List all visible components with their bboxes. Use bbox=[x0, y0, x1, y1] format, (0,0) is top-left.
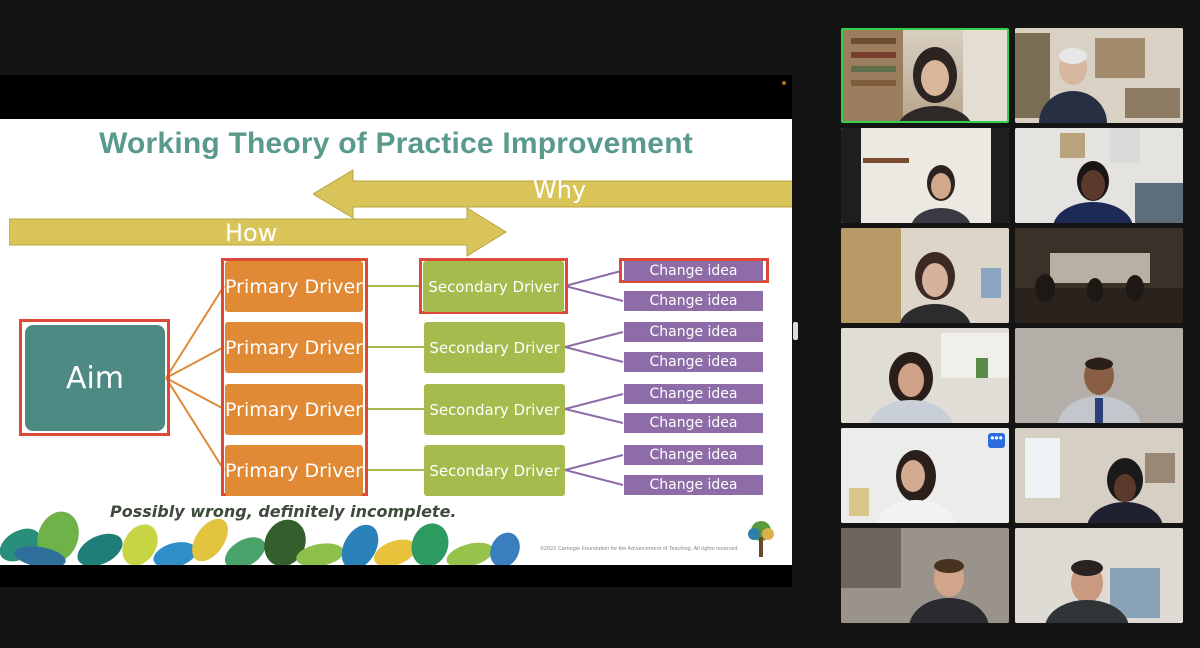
video-tile-participant-4[interactable] bbox=[1015, 128, 1183, 223]
ellipsis-icon[interactable]: ••• bbox=[988, 432, 1005, 448]
primary-driver-box: Primary Driver bbox=[225, 261, 363, 312]
change-idea-box: Change idea bbox=[624, 322, 763, 342]
driver-connectors bbox=[165, 270, 624, 486]
change-idea-box: Change idea bbox=[624, 291, 763, 311]
participant-video-icon bbox=[1015, 228, 1183, 323]
why-arrow-icon bbox=[313, 169, 792, 219]
participant-video-icon bbox=[841, 228, 1009, 323]
participant-video-icon bbox=[1015, 428, 1183, 523]
secondary-driver-box: Secondary Driver bbox=[423, 261, 564, 312]
video-tile-participant-2[interactable] bbox=[1015, 28, 1183, 123]
primary-driver-box: Primary Driver bbox=[225, 445, 363, 496]
change-idea-highlight-outline bbox=[619, 258, 769, 283]
slide-title: Working Theory of Practice Improvement bbox=[99, 127, 693, 160]
participant-video-icon bbox=[841, 428, 1009, 523]
recording-indicator-icon bbox=[782, 81, 786, 85]
video-tile-participant-3[interactable] bbox=[841, 128, 1009, 223]
primary-driver-box: Primary Driver bbox=[225, 322, 363, 373]
participant-video-icon bbox=[841, 328, 1009, 423]
how-arrow-icon bbox=[9, 207, 507, 257]
video-tile-participant-6[interactable] bbox=[1015, 228, 1183, 323]
video-tile-participant-11[interactable] bbox=[841, 528, 1009, 623]
video-tile-participant-8[interactable] bbox=[1015, 328, 1183, 423]
participant-video-icon bbox=[1015, 528, 1183, 623]
participant-video-icon bbox=[1015, 128, 1183, 223]
change-idea-box: Change idea bbox=[624, 352, 763, 372]
slide-tagline: Possibly wrong, definitely incomplete. bbox=[110, 502, 457, 521]
video-tile-participant-7[interactable] bbox=[841, 328, 1009, 423]
change-idea-box: Change idea bbox=[624, 445, 763, 465]
video-tile-participant-1[interactable] bbox=[841, 28, 1009, 123]
video-tile-participant-12[interactable] bbox=[1015, 528, 1183, 623]
primary-driver-box: Primary Driver bbox=[225, 384, 363, 435]
panel-resize-handle[interactable] bbox=[793, 322, 798, 340]
how-label: How bbox=[225, 219, 278, 247]
presentation-slide: Working Theory of Practice Improvement W… bbox=[0, 119, 792, 565]
participant-video-icon bbox=[1015, 28, 1183, 123]
why-label: Why bbox=[533, 176, 587, 204]
participant-video-icon bbox=[841, 528, 1009, 623]
change-idea-box: Change idea bbox=[624, 261, 763, 281]
participant-video-icon bbox=[843, 30, 1007, 121]
participant-video-icon bbox=[1015, 328, 1183, 423]
change-idea-box: Change idea bbox=[624, 413, 763, 433]
slide-copyright: ©2022 Carnegie Foundation for the Advanc… bbox=[540, 546, 740, 552]
video-tile-participant-5[interactable] bbox=[841, 228, 1009, 323]
aim-highlight-outline bbox=[19, 319, 170, 436]
secondary-driver-box: Secondary Driver bbox=[424, 322, 565, 373]
change-idea-box: Change idea bbox=[624, 475, 763, 495]
secondary-driver-highlight-outline bbox=[419, 258, 568, 314]
video-tile-participant-9[interactable]: ••• bbox=[841, 428, 1009, 523]
secondary-driver-box: Secondary Driver bbox=[424, 384, 565, 435]
shared-screen: Working Theory of Practice Improvement W… bbox=[0, 75, 792, 587]
video-tile-participant-10[interactable] bbox=[1015, 428, 1183, 523]
decorative-leaves-icon bbox=[0, 511, 520, 565]
secondary-driver-box: Secondary Driver bbox=[424, 445, 565, 496]
participant-video-icon bbox=[841, 128, 1009, 223]
aim-box: Aim bbox=[25, 325, 165, 431]
tree-logo-icon bbox=[748, 521, 774, 557]
change-idea-box: Change idea bbox=[624, 384, 763, 404]
